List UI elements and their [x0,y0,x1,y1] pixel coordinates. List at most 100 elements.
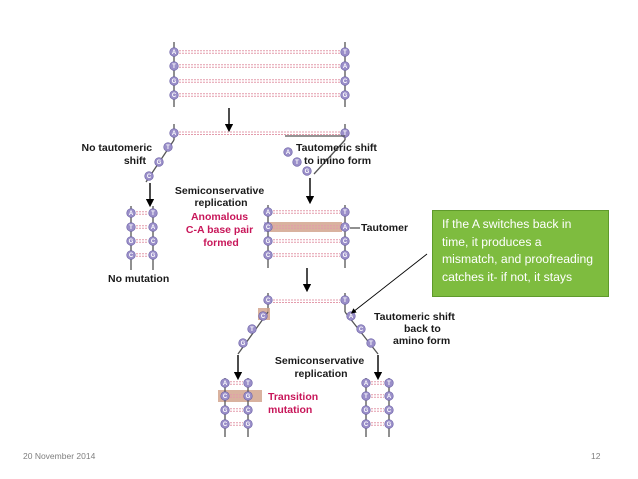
base-letter: C [223,394,228,400]
base-T [340,295,350,305]
callout-pointer-arrow [350,253,428,314]
base-letter: A [151,225,156,231]
base-T [361,391,371,401]
base-letter: A [172,131,177,137]
base-C [263,222,273,232]
base-C [144,171,154,181]
base-T [243,378,253,388]
base-G [243,391,253,401]
base-A [148,222,158,232]
base-letter: A [129,211,134,217]
base-letter: A [343,64,348,70]
base-C [340,236,350,246]
base-letter: A [266,210,271,216]
base-letter: G [241,341,246,347]
base-letter: A [223,381,228,387]
label-tautomeric-shift-amino: Tautomeric shift back to amino form [374,311,458,347]
base-letter: C [147,174,152,180]
label-tautomer: Tautomer [361,222,408,234]
base-T [366,338,376,348]
label-no-mutation: No mutation [108,273,169,285]
base-letter: T [369,341,373,347]
base-letter: T [151,211,155,217]
base-C [384,405,394,415]
base-T [163,142,173,152]
base-letter: C [151,239,156,245]
base-letter: C [364,422,369,428]
base-letter: G [246,422,251,428]
base-G [169,76,179,86]
base-letter: G [223,408,228,414]
base-letter: C [266,225,271,231]
base-C [263,250,273,260]
base-letter: G [157,160,162,166]
base-A [263,207,273,217]
label-semiconservative-replication-2: Semiconservative replication [275,355,367,380]
base-letter: G [266,239,271,245]
base-letter: T [343,131,347,137]
base-C [126,250,136,260]
label-anomalous-pair: Anomalous C-A base pair formed [186,211,256,249]
base-C [340,76,350,86]
base-letter: T [166,145,170,151]
base-letter: T [343,50,347,56]
base-letter: A [172,50,177,56]
base-letter: T [250,327,254,333]
base-letter: C [266,298,271,304]
base-letter: C [343,79,348,85]
callout-line-1: If the A switches back in [442,217,572,231]
base-letter: C [129,253,134,259]
base-letter: A [364,381,369,387]
base-T [340,128,350,138]
base-G [238,338,248,348]
base-T [340,47,350,57]
label-semiconservative-replication-1: Semiconservative replication [175,185,267,209]
base-C [356,324,366,334]
base-T [247,324,257,334]
base-letter: T [343,298,347,304]
callout-note: If the A switches back in time, it produ… [432,210,609,297]
base-letter: C [343,239,348,245]
base-A [169,128,179,138]
base-A [126,208,136,218]
base-C [361,419,371,429]
base-letter: G [343,93,348,99]
callout-line-4: catches it- if not, it stays [442,269,573,284]
base-G [220,405,230,415]
base-A [361,378,371,388]
base-A [340,222,350,232]
base-letter: T [295,160,299,166]
base-G [340,250,350,260]
base-G [263,236,273,246]
base-letter: T [246,381,250,387]
base-letter: C [387,408,392,414]
base-letter: A [286,150,291,156]
base-T [169,61,179,71]
base-letter: T [364,394,368,400]
base-C [263,295,273,305]
base-letter: C [172,93,177,99]
base-letter: C [261,314,266,320]
base-A [340,61,350,71]
label-transition-mutation: Transition mutation [268,391,321,416]
footer-date: 20 November 2014 [23,451,96,461]
base-letter: C [246,408,251,414]
base-letter: T [129,225,133,231]
base-G [340,90,350,100]
base-C [258,311,268,321]
base-T [148,208,158,218]
base-letter: G [343,253,348,259]
anomalous-pair-highlight [270,222,342,232]
base-letter: G [364,408,369,414]
base-letter: T [387,381,391,387]
strand-backbone [313,139,346,175]
base-letter: C [359,327,364,333]
callout-line-2: time, it produces a [442,234,542,249]
base-letter: A [343,225,348,231]
base-T [340,207,350,217]
base-letter: G [246,394,251,400]
base-A [220,378,230,388]
base-G [126,236,136,246]
base-letter: C [266,253,271,259]
